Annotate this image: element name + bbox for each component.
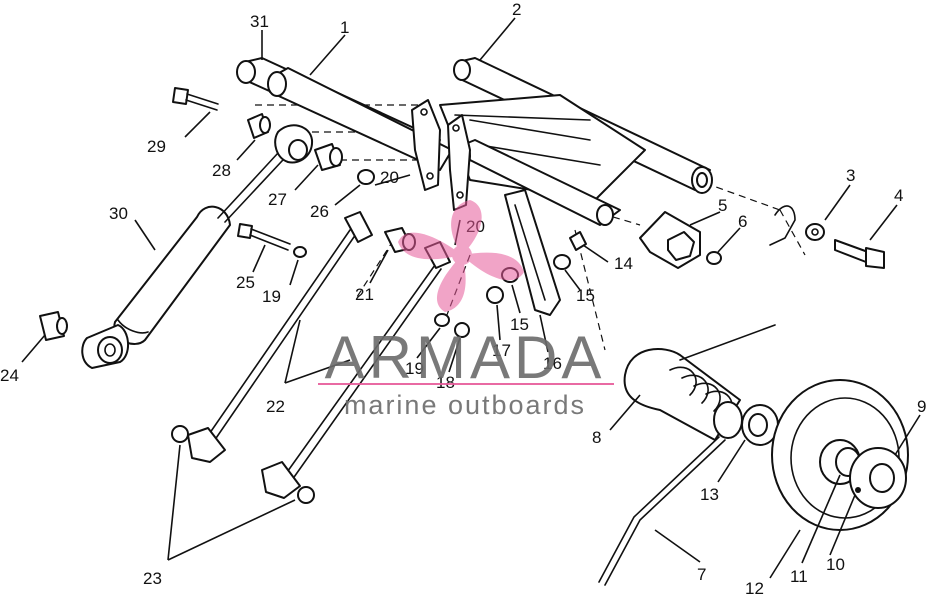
callout-3: 3	[846, 166, 855, 185]
callout-11: 11	[790, 567, 808, 586]
callout-19a: 19	[405, 359, 424, 378]
watermark: ARMADA marine outboards	[318, 324, 614, 420]
callout-1: 1	[340, 18, 349, 37]
callout-4: 4	[894, 186, 903, 205]
callout-20a: 20	[380, 168, 399, 187]
callout-14: 14	[614, 254, 633, 273]
callout-22: 22	[266, 397, 285, 416]
callout-24: 24	[0, 366, 19, 385]
leader-lines	[21, 17, 921, 579]
callout-10: 10	[826, 555, 845, 574]
callout-12: 12	[745, 579, 764, 597]
propeller-blade-top	[451, 200, 482, 255]
bolt-assembly	[769, 205, 885, 269]
callout-29: 29	[147, 137, 166, 156]
torque-rods	[171, 211, 451, 504]
callout-7: 7	[697, 565, 706, 584]
watermark-divider	[318, 383, 614, 385]
callout-19b: 19	[262, 287, 281, 306]
callout-16: 16	[543, 354, 562, 373]
callout-23: 23	[143, 569, 162, 588]
propeller-blade-right	[462, 252, 524, 281]
callout-28: 28	[212, 161, 231, 180]
idler-shaft	[598, 324, 776, 586]
propeller-hub	[452, 245, 472, 265]
callout-17: 17	[492, 341, 511, 360]
callout-21: 21	[355, 285, 374, 304]
callout-13: 13	[700, 485, 719, 504]
propeller-blade-left	[398, 232, 462, 260]
watermark-brand: ARMADA	[325, 324, 606, 391]
callout-26: 26	[310, 202, 329, 221]
callout-30: 30	[109, 204, 128, 223]
side-plate-left	[411, 99, 441, 191]
callout-2: 2	[512, 0, 521, 19]
propeller-logo	[398, 200, 524, 312]
cross-shaft-front	[236, 57, 453, 171]
callout-31: 31	[250, 12, 269, 31]
callout-9: 9	[917, 397, 926, 416]
callout-8: 8	[592, 428, 601, 447]
callout-15b: 15	[510, 315, 529, 334]
link-plate	[504, 189, 561, 316]
washer	[741, 404, 779, 446]
callout-6: 6	[738, 212, 747, 231]
callout-15a: 15	[576, 286, 595, 305]
bushings-left	[39, 113, 375, 341]
shock-absorber	[81, 124, 314, 369]
callout-18: 18	[436, 373, 455, 392]
bolts-left	[172, 87, 307, 258]
bracket	[639, 211, 722, 269]
idler-wheel	[771, 379, 909, 531]
propeller-blade-bottom	[436, 255, 466, 312]
callout-25: 25	[236, 273, 255, 292]
callout-27: 27	[268, 190, 287, 209]
watermark-tagline: marine outboards	[344, 390, 586, 420]
callout-5: 5	[718, 196, 727, 215]
